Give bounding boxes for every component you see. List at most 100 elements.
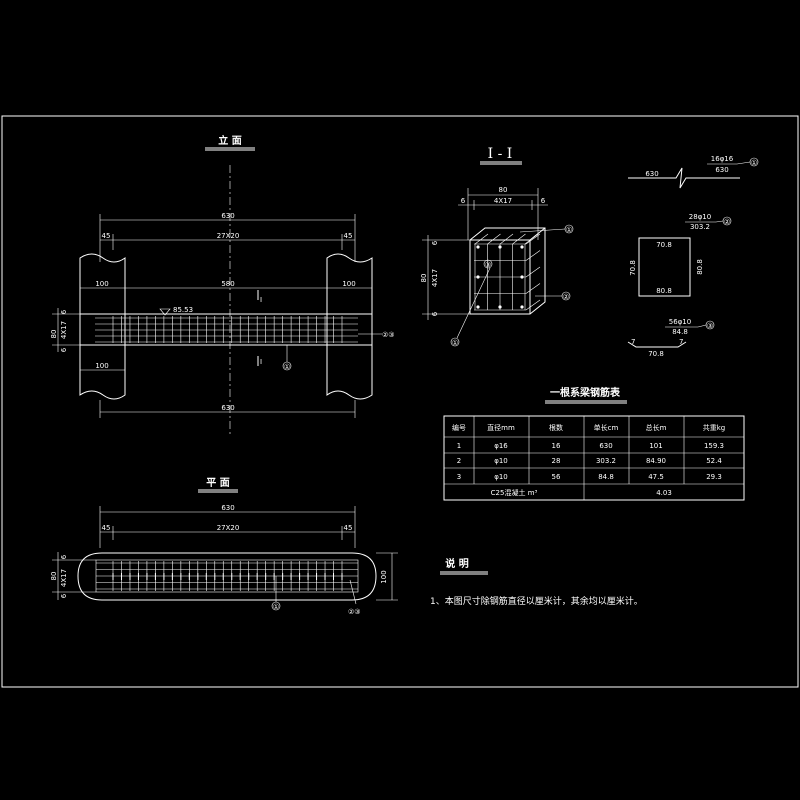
section-outline [469,227,546,315]
right-column [326,253,373,400]
main-bar-dot [498,245,502,249]
level-mark: 85.53 [173,306,193,314]
cell: 3 [457,473,461,481]
th-id: 编号 [452,423,466,432]
table-row: 1 φ16 16 630 101 159.3 [457,442,724,450]
concrete-value: 4.03 [656,489,672,497]
section-callout-1b: ① [452,339,458,347]
plan-dim-v-top: 6 [60,554,68,559]
dim-left-col: 100 [95,280,108,288]
section-callout-1a: ① [566,226,572,234]
concrete-label: C25混凝土 m³ [491,488,538,497]
note-line-1: 1、本图尺寸除钢筋直径以厘米计，其余均以厘米计。 [430,595,643,607]
bar3-id: ③ [707,322,713,330]
section-dim-v-mid: 4X17 [431,269,439,287]
section-dim-right: 6 [541,197,546,205]
section-dim-left: 6 [461,197,466,205]
th-diameter: 直径mm [487,423,515,432]
dim-spacing: 27X20 [217,232,240,240]
cell: 630 [599,442,612,450]
bar2-len: 303.2 [690,223,710,231]
section-dim-width: 80 [499,186,508,194]
plan-dim-left-end: 45 [102,524,111,532]
bar2-top: 70.8 [656,241,672,249]
bar1-shape [628,167,740,189]
main-bar-dot [476,245,480,249]
callout-1: ① [284,363,290,371]
bar1-id: ① [751,159,757,167]
section-dim-mid: 4X17 [494,197,512,205]
bar1-dim: 630 [645,170,658,178]
plan-view: 平 面 630 45 27X20 45 80 4X17 6 6 100 ① [50,477,398,616]
left-column [79,253,126,400]
rebar-table: 一根系梁钢筋表 编号 直径mm 根数 单长cm 总长m 共重kg 1 φ16 1… [443,386,745,501]
cell: 159.3 [704,442,724,450]
plan-title: 平 面 [206,477,229,489]
dim-total-top: 630 [221,212,234,220]
dim-total-bottom: 630 [221,404,234,412]
cell: 1 [457,442,461,450]
bar2-right: 80.8 [696,259,704,275]
bar-shapes: 630 16φ16 630 ① 28φ10 303.2 ② 70.8 70.8 … [627,155,759,358]
section-mark-top: I [260,296,262,304]
section-tie [474,233,489,245]
section-callout-3: ③ [485,261,491,269]
main-bar-dot [476,305,480,309]
plan-rebar-grid [96,561,358,591]
section-tie [525,233,541,245]
table-row: 3 φ10 56 84.8 47.5 29.3 [457,473,722,481]
plan-dim-v-bot: 6 [60,593,68,598]
bar2-bottom: 80.8 [656,287,672,295]
section-tie [499,233,514,245]
main-bar-dot [476,275,480,279]
section-callout-2: ② [563,293,569,301]
section-rebar [474,233,541,311]
main-bar-dot [498,305,502,309]
cell: 303.2 [596,457,616,465]
th-weight: 共重kg [703,423,726,432]
dim-right-end: 45 [344,232,353,240]
section-tie [525,250,541,261]
plan-outline [77,552,377,601]
cell: 52.4 [706,457,722,465]
plan-dim-v-right: 100 [380,570,388,583]
bar3-spec: 56φ10 [669,318,691,326]
section-tie [525,299,541,311]
bar1-spec: 16φ16 [711,155,734,163]
bar3-len: 84.8 [672,328,688,336]
bar2-shape [638,237,691,297]
dim-v-top: 6 [60,309,68,314]
bar3-hook-r: 7 [679,338,683,346]
bar3-hook-l: 7 [631,338,635,346]
dim-v-mid: 4X17 [60,321,68,339]
dim-left-end: 45 [102,232,111,240]
plan-callout-23: ②③ [348,608,361,616]
main-bar-dot [520,245,524,249]
plan-dim-right-end: 45 [344,524,353,532]
rebar-grid [95,316,358,343]
section-dim-v-top: 6 [431,240,439,245]
sheet-border [1,115,799,688]
cell: 101 [649,442,662,450]
dim-clear: 580 [221,280,234,288]
plan-dim-v-height: 80 [50,572,58,581]
section-tie [524,233,539,245]
plan-dim-spacing: 27X20 [217,524,240,532]
elevation-title: 立 面 [218,134,241,147]
cell: 84.90 [646,457,666,465]
bar3-dim: 70.8 [648,350,664,358]
bar1-len: 630 [715,166,728,174]
th-total-length: 总长m [646,423,667,432]
cell: 47.5 [648,473,664,481]
plan-callout-1: ① [273,603,279,611]
bar2-left: 70.8 [629,260,637,276]
table-title: 一根系梁钢筋表 [550,386,621,399]
cell: 28 [552,457,561,465]
section-tie [487,233,501,245]
section-mark-bot: I [260,358,262,366]
section-tie [512,233,526,245]
plan-dim-v-mid: 4X17 [60,569,68,587]
cell: φ16 [494,442,508,450]
cell: 29.3 [706,473,722,481]
bar2-id: ② [724,218,730,226]
